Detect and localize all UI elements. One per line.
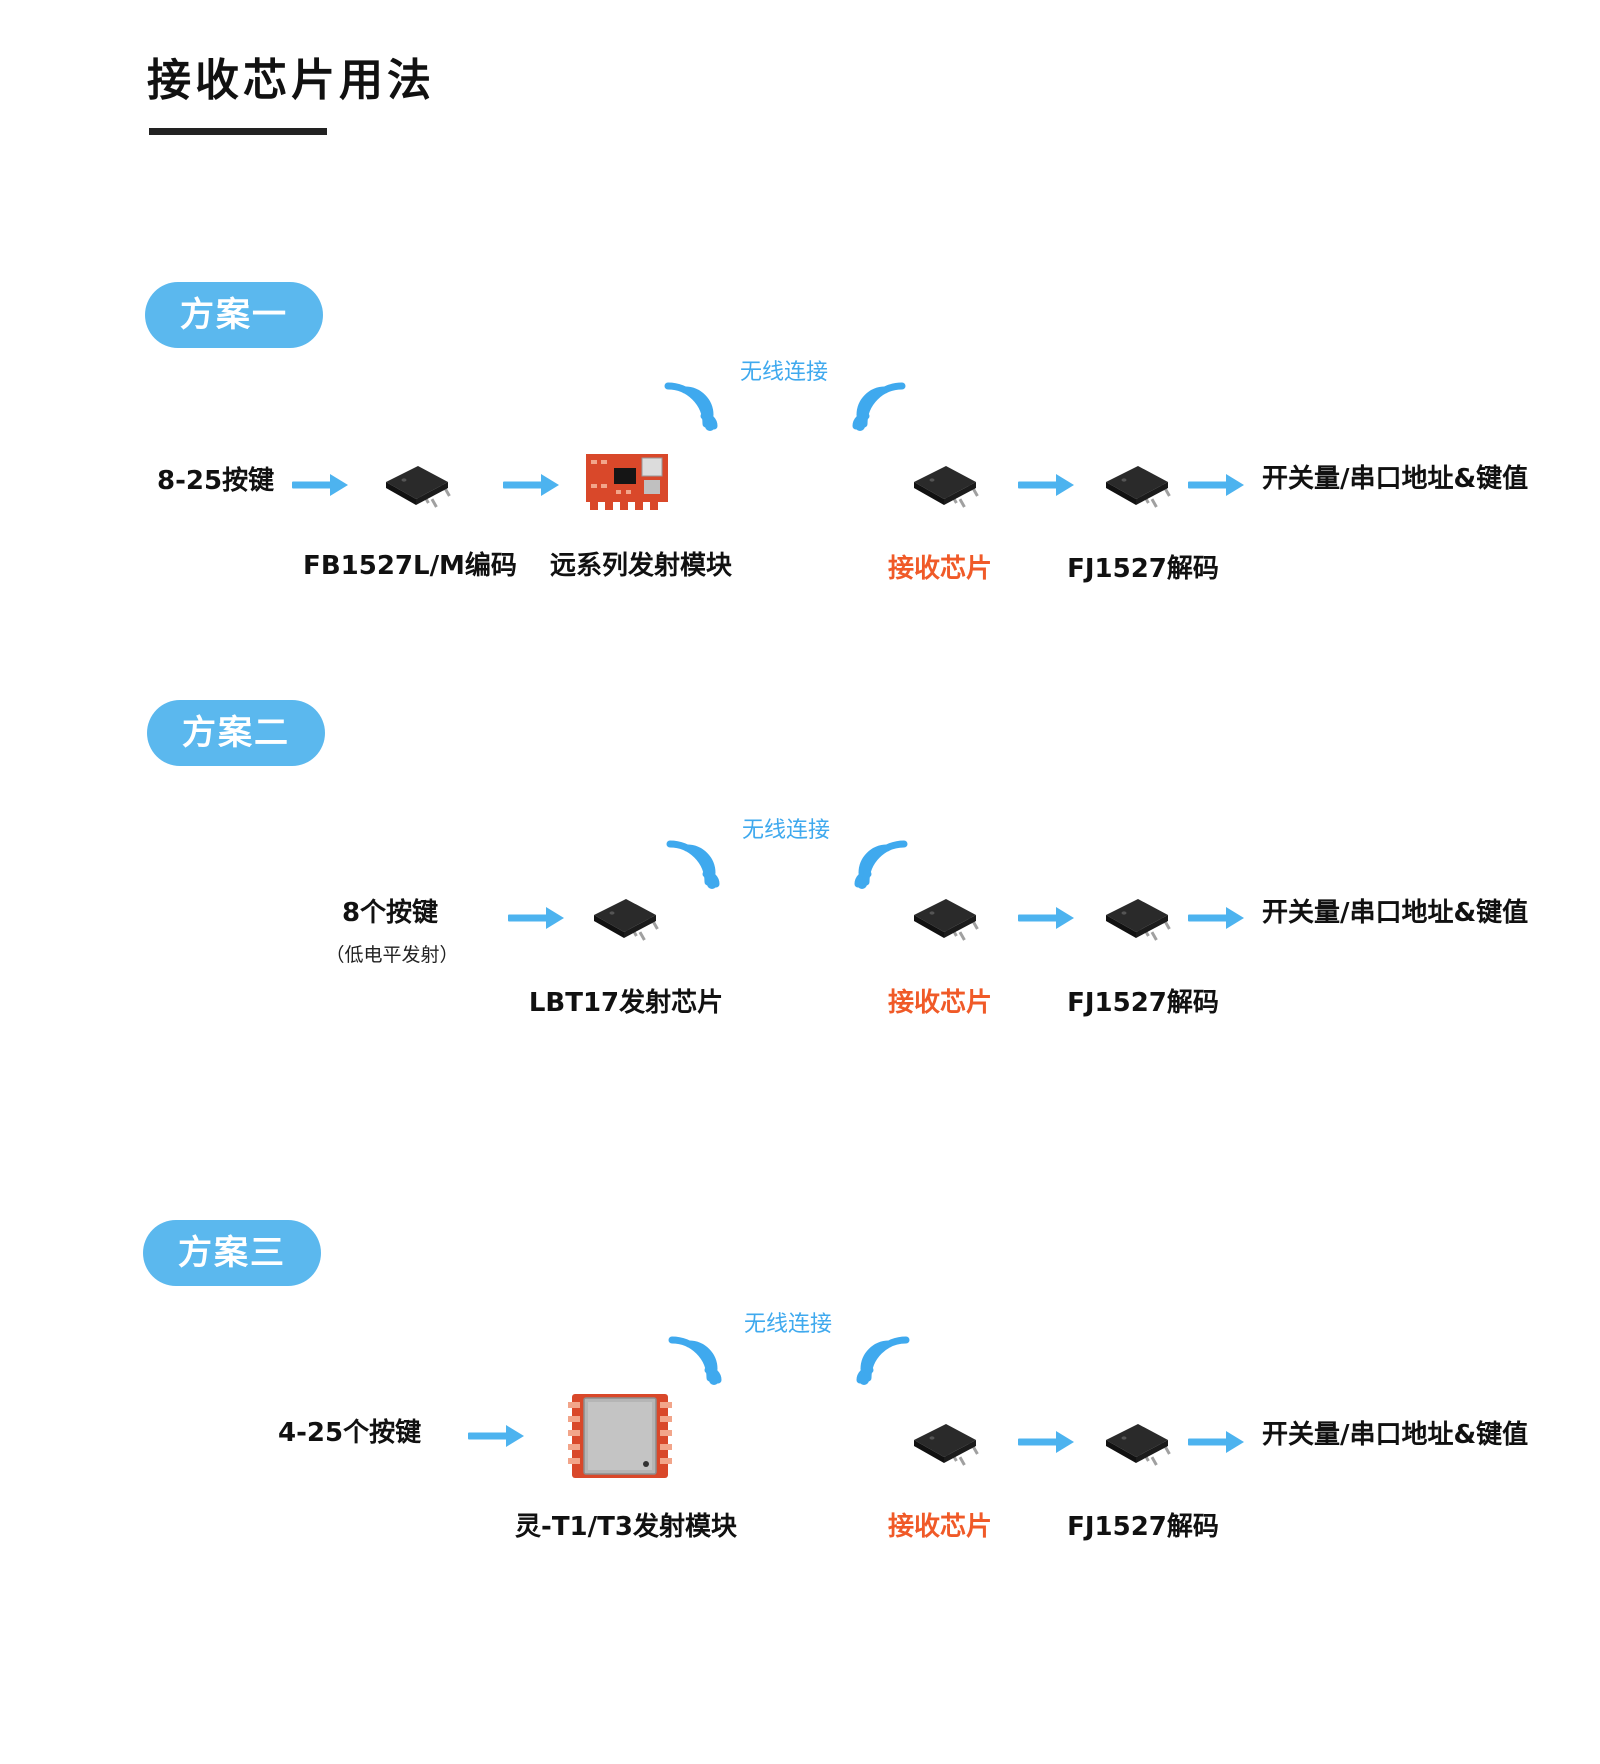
scheme-3-input-label: 4-25个按键: [278, 1418, 422, 1448]
arrow-right-icon: [1018, 906, 1074, 930]
scheme-2-input-label: 8个按键: [341, 898, 439, 928]
scheme-3-transmitter-label: 灵-T1/T3发射模块: [515, 1512, 737, 1542]
wifi-wave-icon: [852, 1332, 918, 1388]
scheme-1-wireless-label: 无线连接: [740, 360, 829, 385]
pcb-module-icon: [586, 454, 668, 510]
wifi-wave-icon: [850, 836, 916, 892]
scheme-1-receiver-label: 接收芯片: [887, 554, 993, 584]
arrow-right-icon: [503, 473, 559, 497]
arrow-right-icon: [508, 906, 564, 930]
chip-icon: [910, 1418, 980, 1468]
arrow-right-icon: [1188, 473, 1244, 497]
arrow-right-icon: [1018, 473, 1074, 497]
arrow-right-icon: [1188, 1430, 1244, 1454]
scheme-2-wireless-label: 无线连接: [742, 818, 831, 843]
arrow-right-icon: [1018, 1430, 1074, 1454]
wifi-wave-icon: [658, 836, 724, 892]
scheme-3-receiver-label: 接收芯片: [887, 1512, 993, 1542]
scheme-2-input-note: （低电平发射）: [325, 944, 459, 966]
scheme-3-badge: 方案三: [143, 1220, 321, 1286]
scheme-1-encoder-label: FB1527L/M编码: [303, 551, 517, 581]
shield-module-icon: [568, 1394, 672, 1478]
scheme-2-receiver-label: 接收芯片: [887, 988, 993, 1018]
scheme-1-input-label: 8-25按键: [157, 466, 275, 496]
arrow-right-icon: [1188, 906, 1244, 930]
chip-icon: [382, 460, 452, 510]
scheme-3-decoder-label: FJ1527解码: [1067, 1512, 1219, 1542]
scheme-2-badge: 方案二: [147, 700, 325, 766]
scheme-2-transmitter-label: LBT17发射芯片: [528, 988, 724, 1018]
scheme-2-decoder-label: FJ1527解码: [1067, 988, 1219, 1018]
title-underline: [149, 128, 327, 135]
chip-icon: [1102, 893, 1172, 943]
page-title: 接收芯片用法: [147, 55, 435, 106]
scheme-2-output-label: 开关量/串口地址&键值: [1262, 898, 1529, 928]
arrow-right-icon: [292, 473, 348, 497]
chip-icon: [910, 893, 980, 943]
scheme-1-transmitter-label: 远系列发射模块: [549, 551, 733, 581]
scheme-3-wireless-label: 无线连接: [744, 1312, 833, 1337]
scheme-1-output-label: 开关量/串口地址&键值: [1262, 464, 1529, 494]
wifi-wave-icon: [656, 378, 722, 434]
wifi-wave-icon: [660, 1332, 726, 1388]
chip-icon: [910, 460, 980, 510]
chip-icon: [1102, 1418, 1172, 1468]
scheme-1-badge: 方案一: [145, 282, 323, 348]
scheme-3-output-label: 开关量/串口地址&键值: [1262, 1420, 1529, 1450]
chip-icon: [590, 893, 660, 943]
arrow-right-icon: [468, 1424, 524, 1448]
wifi-wave-icon: [848, 378, 914, 434]
scheme-1-decoder-label: FJ1527解码: [1067, 554, 1219, 584]
chip-icon: [1102, 460, 1172, 510]
